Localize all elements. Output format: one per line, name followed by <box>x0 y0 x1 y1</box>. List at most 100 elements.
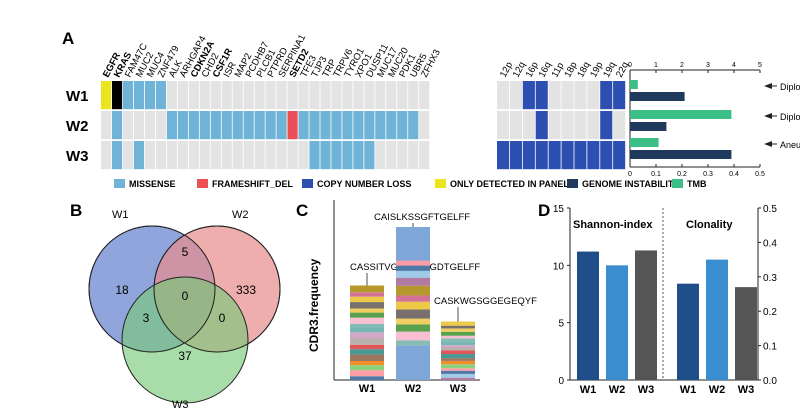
heatmap-cell <box>276 141 287 170</box>
heatmap-cell <box>574 141 587 170</box>
x-tick-label: W1 <box>580 384 597 396</box>
heatmap-cell <box>155 81 167 110</box>
cdr3-segment <box>396 331 430 341</box>
axis-tick: 5 <box>758 62 762 69</box>
arrow-left-icon <box>764 83 772 89</box>
heatmap-cell <box>122 111 134 140</box>
cdr3-segment <box>350 361 384 366</box>
axis-tick: 0.4 <box>729 171 739 178</box>
heatmap-cell <box>397 111 408 140</box>
heatmap-cell <box>188 81 199 110</box>
x-tick-label: W2 <box>709 384 726 396</box>
heatmap-cell <box>548 111 561 140</box>
cdr3-segment <box>350 365 384 371</box>
cdr3-segment <box>350 285 384 293</box>
heatmap-cell <box>600 141 613 170</box>
heatmap-cell <box>408 141 419 170</box>
heatmap-cell <box>133 111 145 140</box>
cdr3-segment <box>350 312 384 318</box>
y-tick-right: 0.0 <box>763 376 777 387</box>
cdr3-segment <box>441 338 475 342</box>
heatmap-cell <box>331 81 342 110</box>
clonality-bar <box>735 287 757 380</box>
venn-count-w2-only: 333 <box>236 283 256 297</box>
heatmap-cell <box>221 81 232 110</box>
group-label: Clonality <box>686 219 733 231</box>
heatmap-cell <box>144 111 156 140</box>
y-tick-right: 0.1 <box>763 342 777 353</box>
mutation-heatmap: W1W2W3EGFRKRASFAM47CMUC2MUC4ZNF479ALKARH… <box>66 33 631 170</box>
heatmap-cell <box>331 141 342 170</box>
heatmap-cell <box>287 81 298 110</box>
venn-count-all: 0 <box>182 289 189 303</box>
x-tick-label: W1 <box>359 383 376 395</box>
cdr3-segment <box>396 318 430 325</box>
cdr3-segment <box>396 295 430 302</box>
heatmap-cell <box>548 141 561 170</box>
cdr3-segment <box>441 341 475 346</box>
panel-label-c: C <box>296 201 308 220</box>
genome-instability-bar <box>630 92 685 101</box>
heatmap-cell <box>309 81 320 110</box>
clonality-bar <box>677 283 699 380</box>
heatmap-cell <box>419 111 430 140</box>
heatmap-cell <box>509 141 522 170</box>
heatmap-cell <box>561 81 574 110</box>
heatmap-cell <box>535 141 548 170</box>
ploidy-label: Diploidy <box>780 112 800 122</box>
heatmap-cell <box>574 111 587 140</box>
venn-label-w1: W1 <box>112 209 129 221</box>
heatmap-cell <box>243 111 254 140</box>
cdr3-stacked-chart: CDR3.frequencyCASSITVGLAVRGGDTGELFFW1CAI… <box>307 200 537 395</box>
cdr3-segment <box>441 368 475 371</box>
heatmap-cell <box>600 111 613 140</box>
heatmap-cell <box>122 141 134 170</box>
x-tick-label: W3 <box>738 384 755 396</box>
heatmap-cell <box>561 111 574 140</box>
cdr3-segment <box>396 309 430 319</box>
heatmap-cell <box>397 141 408 170</box>
heatmap-cell <box>166 81 177 110</box>
legend-swatch <box>114 179 125 188</box>
heatmap-cell <box>386 141 397 170</box>
heatmap-cell <box>287 141 298 170</box>
cdr3-segment <box>350 349 384 355</box>
cdr3-segment <box>441 377 475 380</box>
heatmap-cell <box>177 111 188 140</box>
heatmap-cell <box>265 81 276 110</box>
clonality-bar <box>706 259 728 380</box>
y-tick-left: 0 <box>558 376 564 387</box>
cdr3-segment <box>350 302 384 309</box>
axis-tick: 1 <box>654 62 658 69</box>
y-tick-right: 0.2 <box>763 307 777 318</box>
legend-label: FRAMESHIFT_DEL <box>212 179 294 189</box>
heatmap-cell <box>331 111 342 140</box>
x-tick-label: W3 <box>638 384 655 396</box>
x-tick-label: W2 <box>609 384 626 396</box>
axis-tick: 3 <box>706 62 710 69</box>
heatmap-cell <box>166 141 177 170</box>
heatmap-cell <box>408 111 419 140</box>
heatmap-cell <box>287 111 298 140</box>
heatmap-cell <box>522 81 535 110</box>
heatmap-cell <box>111 111 123 140</box>
heatmap-cell <box>386 81 397 110</box>
heatmap-cell <box>276 111 287 140</box>
cdr3-segment <box>441 347 475 351</box>
venn-label-w2: W2 <box>232 209 249 221</box>
cdr3-segment <box>350 354 384 362</box>
heatmap-cell <box>600 81 613 110</box>
heatmap-cell <box>386 111 397 140</box>
y-tick-left: 5 <box>558 319 564 330</box>
heatmap-cell <box>574 81 587 110</box>
legend-label: GENOME INSTABILITY <box>582 179 679 189</box>
heatmap-cell <box>561 141 574 170</box>
cdr3-segment <box>396 270 430 278</box>
heatmap-cell <box>210 81 221 110</box>
cdr3-segment <box>396 256 430 266</box>
heatmap-cell <box>613 111 626 140</box>
venn-circle-w3 <box>121 276 249 404</box>
heatmap-cell <box>587 81 600 110</box>
shannon-bar <box>606 265 628 380</box>
